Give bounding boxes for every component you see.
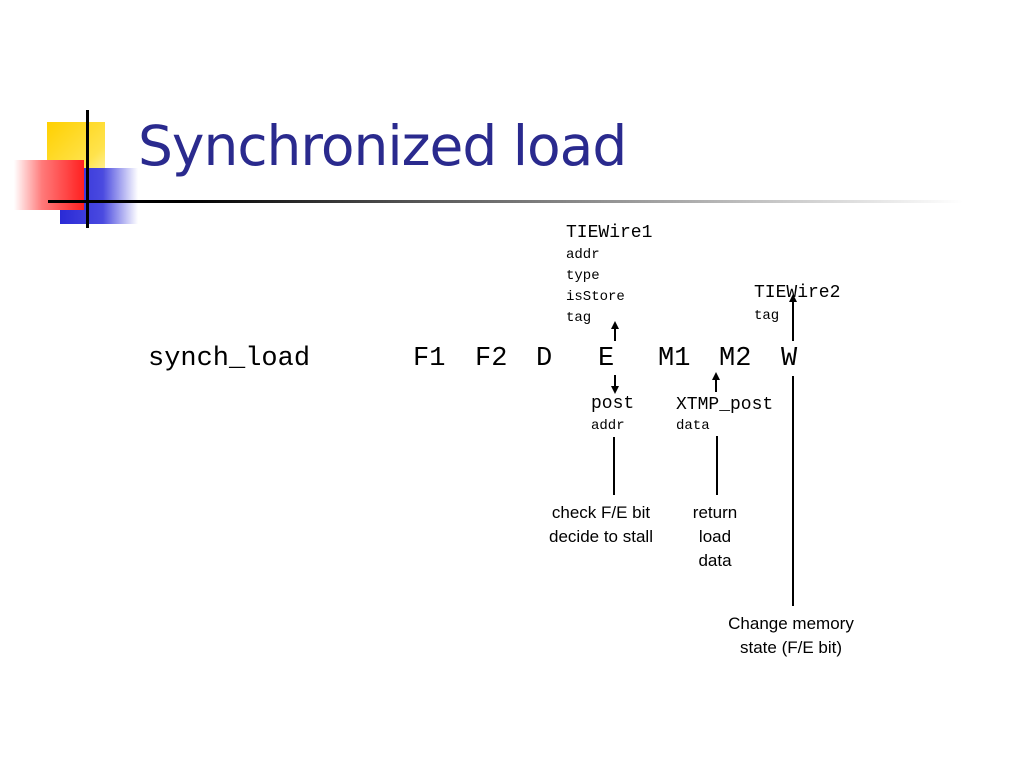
- tiewire1-signal-isstore: isStore: [566, 289, 625, 305]
- return-note-line: return: [692, 503, 738, 522]
- stage-f1: F1: [413, 344, 446, 374]
- post-label: post: [591, 394, 635, 414]
- title-underline-rule: [48, 200, 963, 203]
- check-note-line: check F/E bit: [551, 503, 651, 522]
- stage-f2: F2: [475, 344, 508, 374]
- post-signal-addr: addr: [591, 418, 625, 434]
- instruction-label: synch_load: [148, 344, 311, 374]
- return-note: return load data: [676, 501, 754, 573]
- stage-m1: M1: [658, 344, 691, 374]
- stage-m2: M2: [719, 344, 752, 374]
- slide-title: Synchronized load: [138, 114, 627, 178]
- tiewire2-label: TIEWire2: [754, 283, 841, 303]
- stage-e: E: [598, 344, 615, 374]
- tiewire1-signal-tag: tag: [566, 310, 592, 326]
- return-note-line: load: [698, 527, 732, 546]
- change-note-line: Change memory: [728, 614, 854, 633]
- check-note-line: decide to stall: [549, 527, 653, 546]
- return-note-line: data: [698, 551, 732, 570]
- check-note: check F/E bit decide to stall: [531, 501, 671, 549]
- xtmp-post-signal-data: data: [676, 418, 710, 434]
- tiewire1-signal-addr: addr: [566, 247, 600, 263]
- change-note-line: state (F/E bit): [739, 638, 843, 657]
- tiewire2-signal-tag: tag: [754, 308, 780, 324]
- tiewire1-label: TIEWire1: [566, 223, 653, 243]
- change-note: Change memory state (F/E bit): [706, 612, 876, 660]
- stage-w: W: [781, 344, 798, 374]
- stage-d: D: [536, 344, 553, 374]
- tiewire1-signal-type: type: [566, 268, 600, 284]
- xtmp-post-label: XTMP_post: [676, 395, 774, 415]
- vertical-rule-decoration: [86, 110, 89, 228]
